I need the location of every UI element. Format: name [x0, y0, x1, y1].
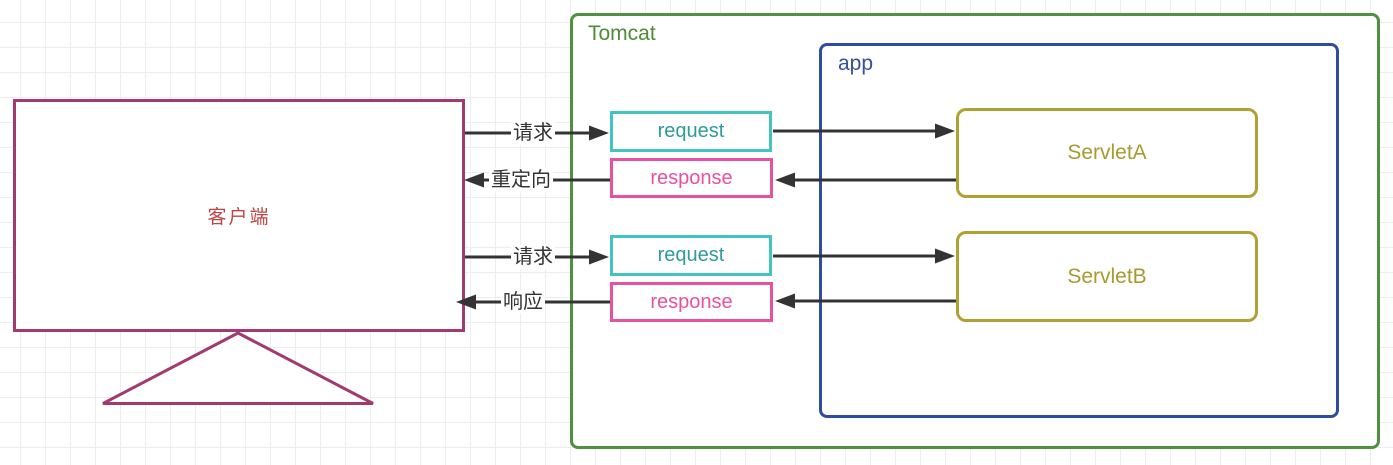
servlet-b-node: ServletB	[956, 231, 1258, 322]
request-box-2: request	[610, 235, 772, 276]
request-box-1-label: request	[657, 120, 725, 142]
arrow-label-request-2: 请求	[511, 245, 555, 269]
response-box-1-label: response	[650, 166, 733, 189]
client-label: 客户端	[207, 207, 271, 228]
client-node: 客户端	[13, 99, 465, 332]
response-box-1: response	[610, 158, 773, 198]
arrow-label-request-1: 请求	[511, 121, 555, 145]
request-box-1: request	[610, 111, 772, 152]
arrow-label-redirect: 重定向	[489, 168, 553, 192]
response-box-2-label: response	[650, 290, 733, 313]
response-box-2: response	[610, 282, 773, 322]
app-container: app	[819, 43, 1339, 418]
request-box-2-label: request	[657, 244, 725, 266]
app-label: app	[838, 52, 874, 75]
client-stand-triangle	[102, 331, 374, 405]
servlet-b-label: ServletB	[1067, 264, 1147, 288]
servlet-a-label: ServletA	[1067, 141, 1147, 164]
servlet-a-node: ServletA	[956, 108, 1258, 198]
arrow-label-response-2: 响应	[501, 290, 545, 314]
tomcat-label: Tomcat	[588, 22, 656, 45]
